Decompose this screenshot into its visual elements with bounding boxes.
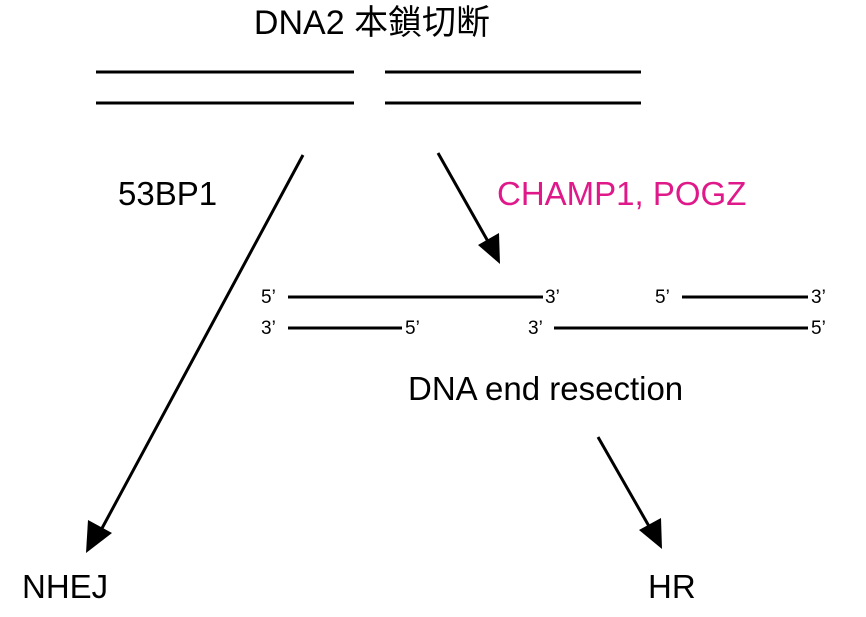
resected-dna: 5’ 3’ 3’ 5’ 5’ 3’ 3’ 5’ <box>261 287 826 339</box>
left-bottom-3prime-label: 3’ <box>261 318 276 339</box>
dna-end-resection-label: DNA end resection <box>408 370 683 407</box>
double-strand-break <box>96 70 641 105</box>
factor-53bp1-label: 53BP1 <box>118 175 217 212</box>
nhej-pathway: 53BP1 NHEJ <box>22 154 305 605</box>
factor-champ1-pogz-label: CHAMP1, POGZ <box>497 175 746 212</box>
arrow-to-nhej-line <box>98 154 305 533</box>
right-top-3prime-label: 3’ <box>811 287 826 308</box>
diagram-title: DNA2 本鎖切断 <box>254 4 490 42</box>
arrow-to-nhej-head <box>86 520 112 553</box>
right-bottom-3prime-label: 3’ <box>528 318 543 339</box>
arrow-to-hr-line <box>596 436 652 529</box>
left-top-3prime-label: 3’ <box>545 287 560 308</box>
right-bottom-5prime-label: 5’ <box>811 318 826 339</box>
left-bottom-5prime-label: 5’ <box>405 318 420 339</box>
right-top-5prime-label: 5’ <box>655 287 670 308</box>
outcome-hr-label: HR <box>648 568 696 605</box>
outcome-nhej-label: NHEJ <box>22 568 108 605</box>
arrow-to-resection-line <box>436 152 492 246</box>
resection-pathway: CHAMP1, POGZ <box>436 152 746 264</box>
hr-pathway: DNA end resection HR <box>408 370 696 605</box>
arrow-to-resection-head <box>478 233 500 264</box>
arrow-to-hr-head <box>639 518 662 549</box>
left-top-5prime-label: 5’ <box>261 287 276 308</box>
